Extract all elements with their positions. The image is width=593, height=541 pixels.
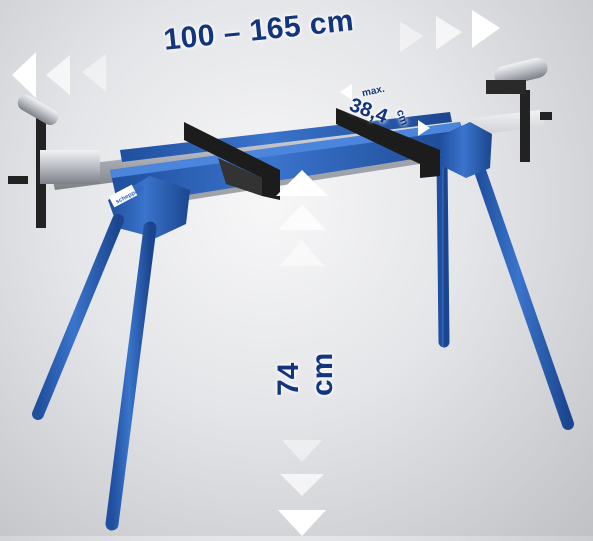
right-roller-support <box>486 57 552 162</box>
left-roller-support <box>8 95 100 228</box>
mounting-brackets <box>184 108 440 200</box>
width-arrows-right-icon <box>400 10 500 52</box>
height-dimension-label: 74 cm <box>272 352 339 396</box>
height-arrows-up-icon <box>276 170 328 266</box>
width-arrows-left-icon <box>12 52 106 98</box>
front-legs <box>32 214 157 531</box>
depth-arrows-icon <box>340 84 430 136</box>
leg-plates: scheppach <box>108 122 492 238</box>
height-arrows-down-icon <box>278 440 326 536</box>
back-legs <box>436 154 574 430</box>
